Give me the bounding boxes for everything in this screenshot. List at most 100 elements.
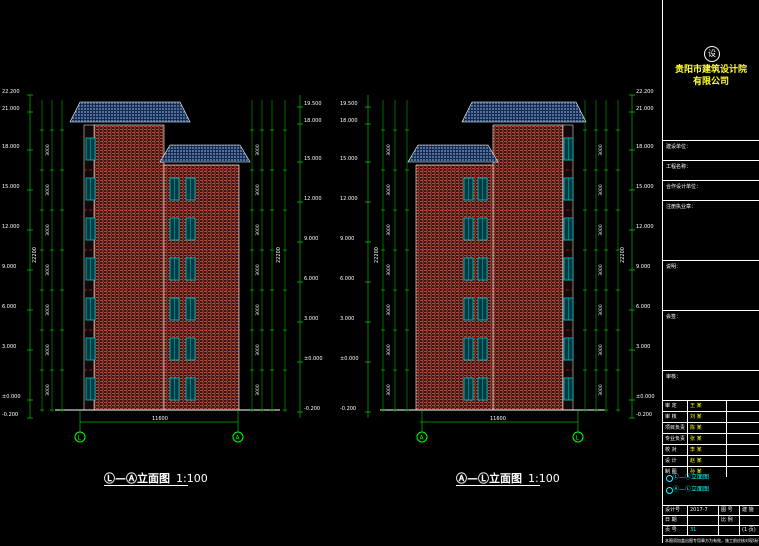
level-label: 15.000 (636, 184, 654, 190)
signature-role: 项目负责 (663, 423, 688, 433)
company-name-line1: 贵阳市建筑设计院 (674, 65, 747, 75)
footer-cell: 比 例 (719, 516, 740, 525)
right-axis-label-l: L (576, 435, 580, 442)
footer-row-1: 设计号 2017-7 图 号 建 施 (663, 505, 759, 515)
floor-dimension-label: 3000 (386, 224, 392, 236)
level-label: 21.000 (636, 106, 654, 112)
level-label: -0.200 (304, 406, 320, 412)
signature-cell (727, 412, 759, 422)
right-main-wall (492, 124, 564, 411)
level-label: ±0.000 (340, 356, 359, 362)
footer-cell (688, 516, 719, 525)
right-main-roof (461, 101, 587, 123)
right-axis-bubble-l (572, 431, 584, 443)
signature-role: 专业负责 (663, 434, 688, 444)
left-axis-label-l: L (78, 435, 82, 442)
field-project: 工程名称： (663, 160, 759, 180)
company-name: 贵阳市建筑设计院 有限公司 (668, 64, 754, 88)
signature-role: 审 核 (663, 412, 688, 422)
signature-role: 制 图 (663, 467, 688, 477)
field-notes: 说明： (663, 260, 759, 310)
level-label: 22.200 (636, 89, 654, 95)
footer-row-note: 本图须加盖出图专用章方为有效，施工前应核对现场尺寸 (663, 535, 759, 546)
footer-cell: 页 号 (663, 526, 688, 535)
level-label: 3.000 (636, 344, 650, 350)
level-label: 15.000 (2, 184, 20, 190)
signature-row: 审 定王 某 (663, 400, 759, 411)
drawing-list-item[interactable]: Ⓐ—Ⓛ立面图 (663, 484, 759, 496)
field-cosign: 会签： (663, 310, 759, 370)
floor-dimension-label: 3000 (386, 304, 392, 316)
overall-height-label: 22200 (276, 247, 282, 263)
signature-row: 专业负责张 某 (663, 433, 759, 444)
level-label: ±0.000 (2, 394, 21, 400)
level-label: 15.000 (304, 156, 322, 162)
floor-dimension-label: 3000 (598, 344, 604, 356)
floor-dimension-label: 3000 (45, 344, 51, 356)
floor-dimension-label: 3000 (255, 384, 261, 396)
footer-table: 设计号 2017-7 图 号 建 施 日 期 比 例 页 号 31 (1 页) … (663, 505, 759, 546)
footer-cell: (1 页) (742, 527, 756, 533)
floor-dimension-label: 3000 (598, 264, 604, 276)
floor-dimension-label: 3000 (598, 304, 604, 316)
level-label: 9.000 (2, 264, 16, 270)
floor-dimension-label: 3000 (255, 144, 261, 156)
footer-cell: 图 号 (719, 506, 740, 515)
signature-row: 制 图孙 某 (663, 466, 759, 477)
drawing-list-item[interactable]: Ⓛ—Ⓐ立面图 (663, 472, 759, 484)
signature-name: 孙 某 (688, 467, 727, 477)
floor-dimension-label: 3000 (45, 304, 51, 316)
signature-row: 项目负责陈 某 (663, 422, 759, 433)
signature-name: 赵 某 (688, 456, 727, 466)
title-block: 建设单位： 工程名称： 合作设计单位： 注册执业章： 说明： 会签： 审核： (662, 0, 759, 543)
level-label: 3.000 (304, 316, 318, 322)
footer-note: 本图须加盖出图专用章方为有效，施工前应核对现场尺寸 (665, 538, 759, 543)
signature-table: 审 定王 某审 核刘 某项目负责陈 某专业负责张 某校 对李 某设 计赵 某制 … (663, 400, 759, 477)
field-seal: 注册执业章： (663, 200, 759, 260)
floor-dimension-label: 3000 (45, 224, 51, 236)
field-client: 建设单位： (663, 140, 759, 160)
level-label: 18.000 (2, 144, 20, 150)
signature-row: 设 计赵 某 (663, 455, 759, 466)
right-title-scale: 1:100 (528, 472, 560, 485)
signature-cell (727, 434, 759, 444)
floor-dimension-label: 3000 (45, 144, 51, 156)
floor-dimension-label: 3000 (255, 344, 261, 356)
footer-cell: 建 施 (742, 507, 754, 513)
floor-dimension-label: 3000 (255, 304, 261, 316)
left-main-wall (93, 124, 165, 411)
left-title-scale: 1:100 (176, 472, 208, 485)
left-annex-wall (163, 164, 240, 411)
level-label: 12.000 (304, 196, 322, 202)
right-title-text: 立面图 (489, 472, 522, 485)
signature-name: 陈 某 (688, 423, 727, 433)
level-label: 6.000 (636, 304, 650, 310)
level-label: 12.000 (636, 224, 654, 230)
level-label: -0.200 (636, 412, 652, 418)
right-annex-roof (407, 144, 499, 163)
level-label: 6.000 (304, 276, 318, 282)
company-logo-icon: 设 (704, 46, 720, 62)
signature-cell (727, 401, 759, 411)
left-title-underline (104, 485, 188, 486)
floor-dimension-label: 3000 (386, 144, 392, 156)
signature-row: 校 对李 某 (663, 444, 759, 455)
signature-name: 李 某 (688, 445, 727, 455)
level-label: -0.200 (2, 412, 18, 418)
level-label: ±0.000 (304, 356, 323, 362)
floor-dimension-label: 3000 (598, 384, 604, 396)
floor-dimension-label: 3000 (598, 224, 604, 236)
level-label: -0.200 (340, 406, 356, 412)
floor-dimension-label: 3000 (598, 184, 604, 196)
right-axis-label-a: A (420, 435, 425, 442)
right-annex-wall (415, 164, 494, 411)
footer-row-3: 页 号 31 (1 页) (663, 525, 759, 535)
level-label: 21.000 (2, 106, 20, 112)
level-label: 9.000 (636, 264, 650, 270)
level-label: 15.000 (340, 156, 358, 162)
level-label: 3.000 (340, 316, 354, 322)
floor-dimension-label: 3000 (386, 184, 392, 196)
overall-height-label: 22200 (32, 247, 38, 263)
